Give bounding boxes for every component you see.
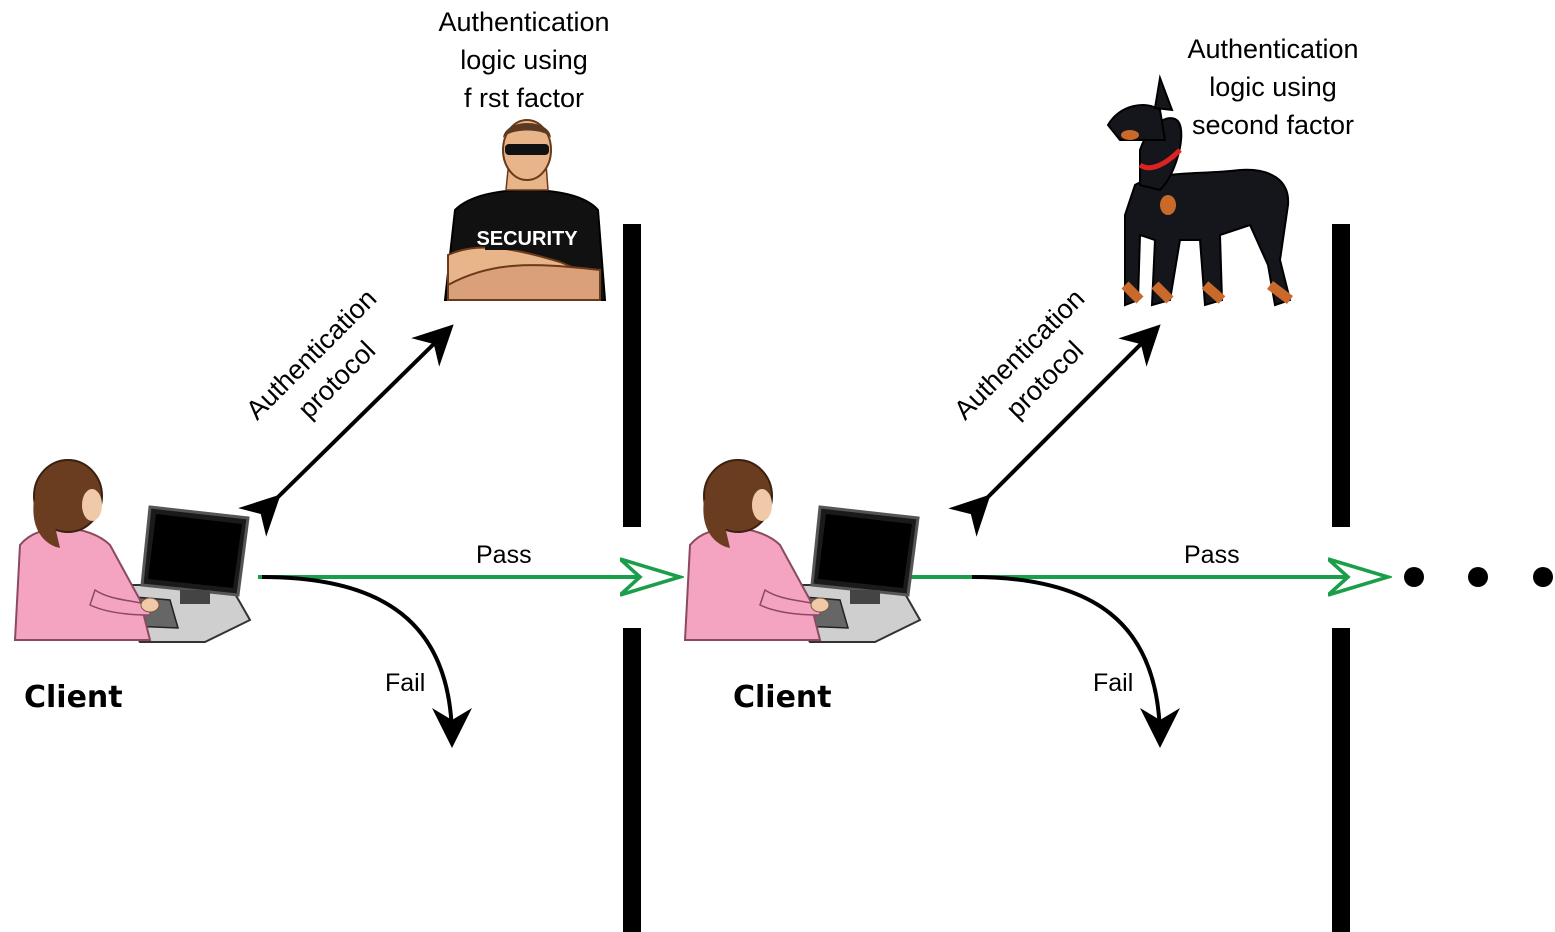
user-at-computer-icon	[13, 459, 252, 643]
barrier-2-top	[1332, 224, 1350, 527]
ellipsis-dots-icon	[1404, 567, 1553, 587]
fail-arrow-1	[261, 575, 472, 748]
fail-1-label: Fail	[385, 669, 426, 697]
pass-2-label: Pass	[1184, 541, 1240, 569]
user-at-computer-icon	[683, 459, 922, 643]
svg-text:SECURITY: SECURITY	[476, 228, 578, 250]
guard-dog-icon	[1106, 74, 1293, 307]
pass-1-label: Pass	[476, 541, 532, 569]
authenticator-2-label: Authentication logic using second factor	[1187, 34, 1359, 140]
security-guard-icon: SECURITY	[443, 119, 607, 301]
barrier-1-bottom	[623, 628, 641, 932]
client-1-label: Client	[24, 680, 123, 715]
fail-2-label: Fail	[1093, 669, 1134, 697]
barrier-2-bottom	[1332, 628, 1350, 932]
client-2-label: Client	[733, 680, 832, 715]
authenticator-1-label: Authentication logic using f rst factor	[438, 7, 610, 113]
protocol-arrow-1	[238, 324, 454, 537]
fail-arrow-2	[971, 575, 1180, 748]
protocol-arrow-2	[948, 324, 1161, 537]
barrier-1-top	[623, 224, 641, 527]
